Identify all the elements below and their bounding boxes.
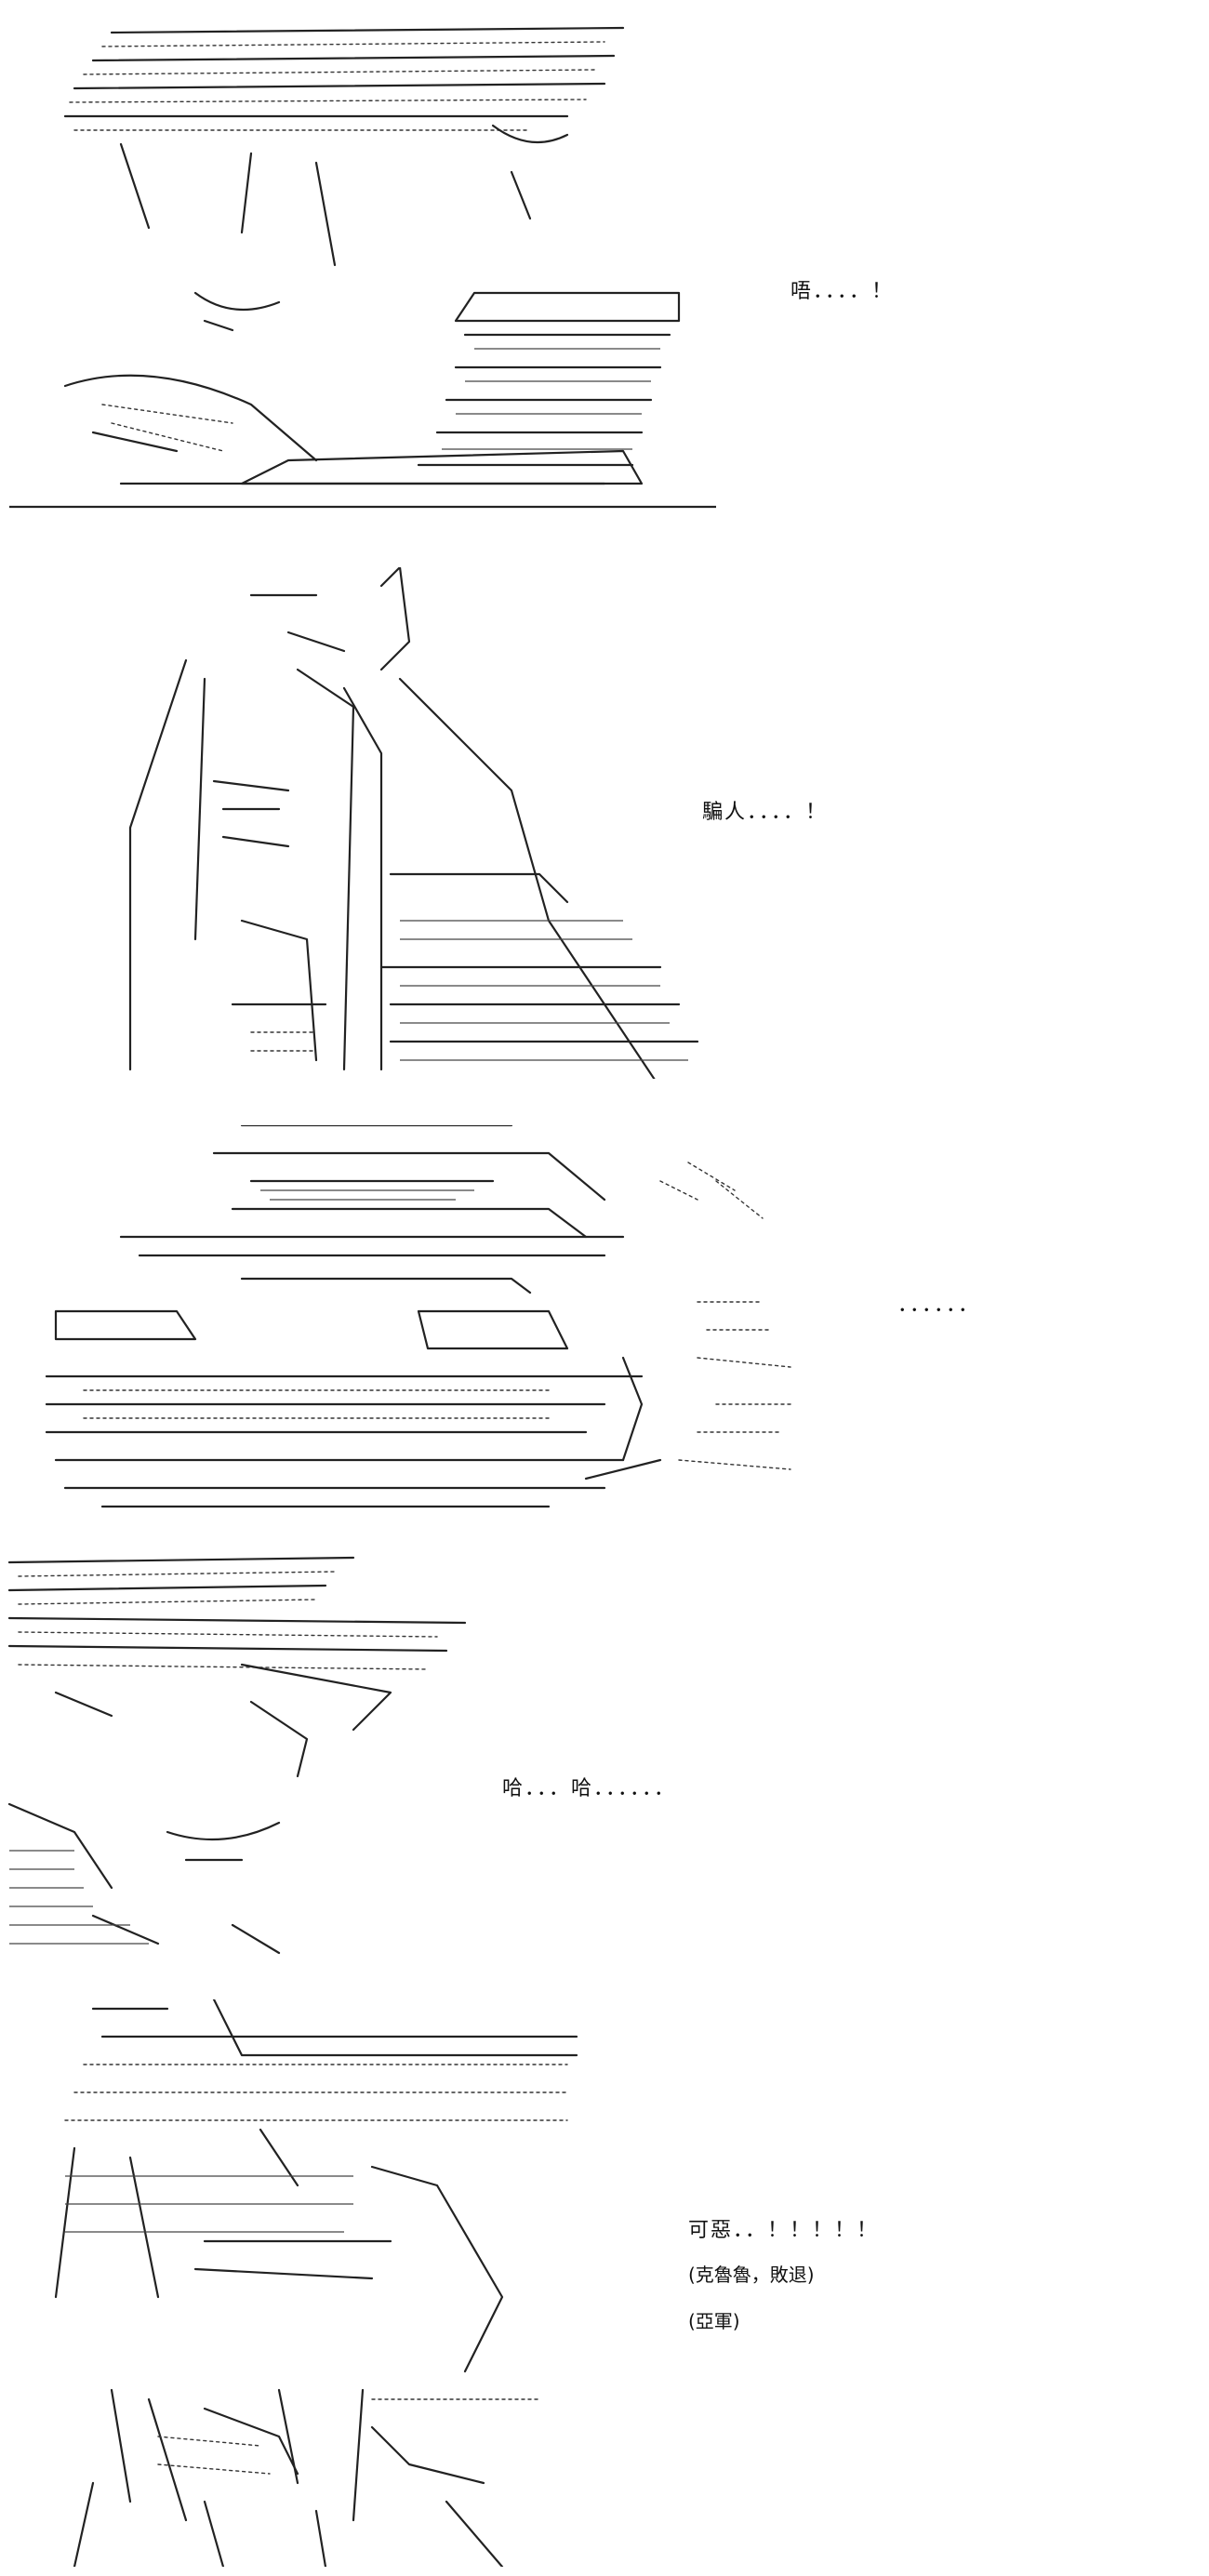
dialogue-text: 可惡．．！！！！！ [688,2219,880,2242]
panel-4: 哈．．．哈．．．．．． [0,1544,1209,1972]
panel-2: 騙人．．．．！ [0,558,1209,1088]
ascii-art-figure-defeated [19,1999,595,2567]
panel-1: 唔．．．．！ [0,0,1209,539]
ascii-art-figure-in-coat [102,567,707,1079]
note-result: (克魯魯，敗退) [688,2264,815,2286]
note-placement: (亞軍) [688,2310,740,2332]
dialogue-text: 哈．．．哈．．．．．． [502,1777,677,1800]
ascii-art-car-front [28,1125,828,1516]
dialogue-text: ．．．．．． [897,1294,981,1317]
panel-5: 可惡．．！！！！！ (克魯魯，敗退) (亞軍) [0,1990,1209,2567]
ascii-art-character-closeup [0,1553,502,1962]
dialogue-text: 唔．．．．！ [790,280,895,303]
dialogue-text: 騙人．．．．！ [702,801,829,824]
panel-3: ．．．．．． [0,1111,1209,1520]
ascii-art-figure-with-laptop [9,14,716,530]
